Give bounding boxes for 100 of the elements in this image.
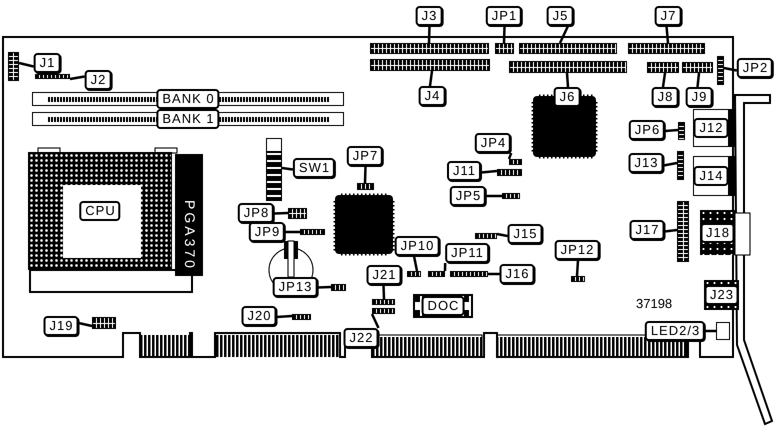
part-label: DOC <box>422 296 464 316</box>
callout-label: J16 <box>500 264 534 284</box>
callout-label: J4 <box>418 86 446 106</box>
leader-line <box>78 322 92 328</box>
callout-label: J3 <box>416 6 442 26</box>
pin-header <box>682 62 713 73</box>
leader-line <box>665 128 678 132</box>
leader-line <box>18 62 34 68</box>
callout-label: J13 <box>628 153 664 173</box>
cpu-socket <box>28 152 172 270</box>
callout-label: J6 <box>554 87 580 107</box>
leader-line <box>663 162 678 167</box>
callout-label: J20 <box>242 306 276 326</box>
leader-line <box>382 284 386 300</box>
callout-label: JP9 <box>248 222 286 242</box>
callout-label: JP7 <box>346 146 384 166</box>
part-label: BANK 0 <box>156 89 220 109</box>
leader-line <box>696 72 700 88</box>
callout-label: J19 <box>44 316 78 336</box>
pin-header <box>497 169 522 176</box>
callout-label: J22 <box>344 328 378 348</box>
pin-header <box>407 271 421 277</box>
pin-header <box>717 56 724 85</box>
leader-line <box>502 26 506 44</box>
callout-label: JP13 <box>272 277 318 297</box>
socket-type-label: PGA370 <box>182 200 198 271</box>
callout-label: JP8 <box>238 203 274 223</box>
leader-line <box>665 26 670 44</box>
callout-label: J17 <box>630 220 664 240</box>
pin-header <box>519 43 617 54</box>
leader-line <box>662 72 666 88</box>
pin-header <box>475 233 497 239</box>
port-connector <box>693 156 735 196</box>
pin-header <box>647 62 679 73</box>
leader-line <box>364 166 367 184</box>
pin-header <box>35 74 70 79</box>
memory-slot <box>32 92 344 106</box>
callout-label: JP2 <box>736 58 774 78</box>
callout-label: J21 <box>366 265 402 285</box>
pin-header <box>92 317 116 329</box>
pin-header <box>428 271 445 277</box>
callout-label: J2 <box>84 70 112 90</box>
board-number: 37198 <box>636 296 672 311</box>
pin-header <box>372 308 395 314</box>
leader-line <box>70 75 85 80</box>
pin-header <box>678 122 685 140</box>
callout-label: J11 <box>447 161 481 181</box>
leader-line <box>428 26 431 44</box>
callout-label: JP1 <box>486 6 522 26</box>
leader-line <box>444 262 446 272</box>
part-label: J14 <box>694 166 728 186</box>
part-label: BANK 1 <box>156 109 220 129</box>
callout-label: LED2/3 <box>644 321 706 341</box>
callout-label: JP4 <box>474 133 512 153</box>
pin-header <box>450 271 488 277</box>
pin-header <box>370 59 490 71</box>
port-connector <box>693 109 735 147</box>
led <box>716 322 730 340</box>
callout-label: JP11 <box>445 243 489 263</box>
leader-line <box>370 313 380 329</box>
leader-line <box>558 25 570 44</box>
pin-header <box>300 229 325 235</box>
pin-header <box>370 43 489 54</box>
leader-line <box>488 272 500 276</box>
leader-line <box>412 256 418 272</box>
leader-line <box>724 66 738 72</box>
part-label: J18 <box>700 222 735 242</box>
callout-label: JP5 <box>450 186 486 206</box>
leader-line <box>282 166 294 171</box>
pin-header <box>509 61 627 73</box>
leader-line <box>576 260 580 276</box>
leader-line <box>285 230 300 234</box>
leader-line <box>276 314 292 318</box>
callout-label: JP12 <box>554 240 600 260</box>
callout-label: J15 <box>508 224 542 244</box>
pin-header <box>502 193 520 199</box>
memory-slot <box>32 112 344 126</box>
leader-line <box>486 194 502 198</box>
callout-label: J5 <box>546 6 574 26</box>
callout-label: J8 <box>652 87 678 107</box>
part-label: J23 <box>704 285 739 305</box>
callout-label: JP10 <box>394 236 440 256</box>
pin-header <box>331 284 346 291</box>
pin-header <box>288 208 307 219</box>
leader-line <box>508 152 512 160</box>
leader-line <box>496 232 508 238</box>
leader-line <box>317 286 332 289</box>
pin-header <box>509 159 522 165</box>
callout-label: JP6 <box>628 120 666 140</box>
pin-header <box>571 276 585 282</box>
part-label: CPU <box>79 201 121 221</box>
pin-header <box>292 314 311 320</box>
port-connector <box>700 210 735 255</box>
pin-header <box>677 201 689 262</box>
pin-header <box>495 43 514 54</box>
leader-line <box>566 72 570 88</box>
leader-line <box>664 228 678 233</box>
pin-header <box>677 151 684 180</box>
leader-line <box>274 212 288 215</box>
callout-label: J7 <box>654 6 682 26</box>
